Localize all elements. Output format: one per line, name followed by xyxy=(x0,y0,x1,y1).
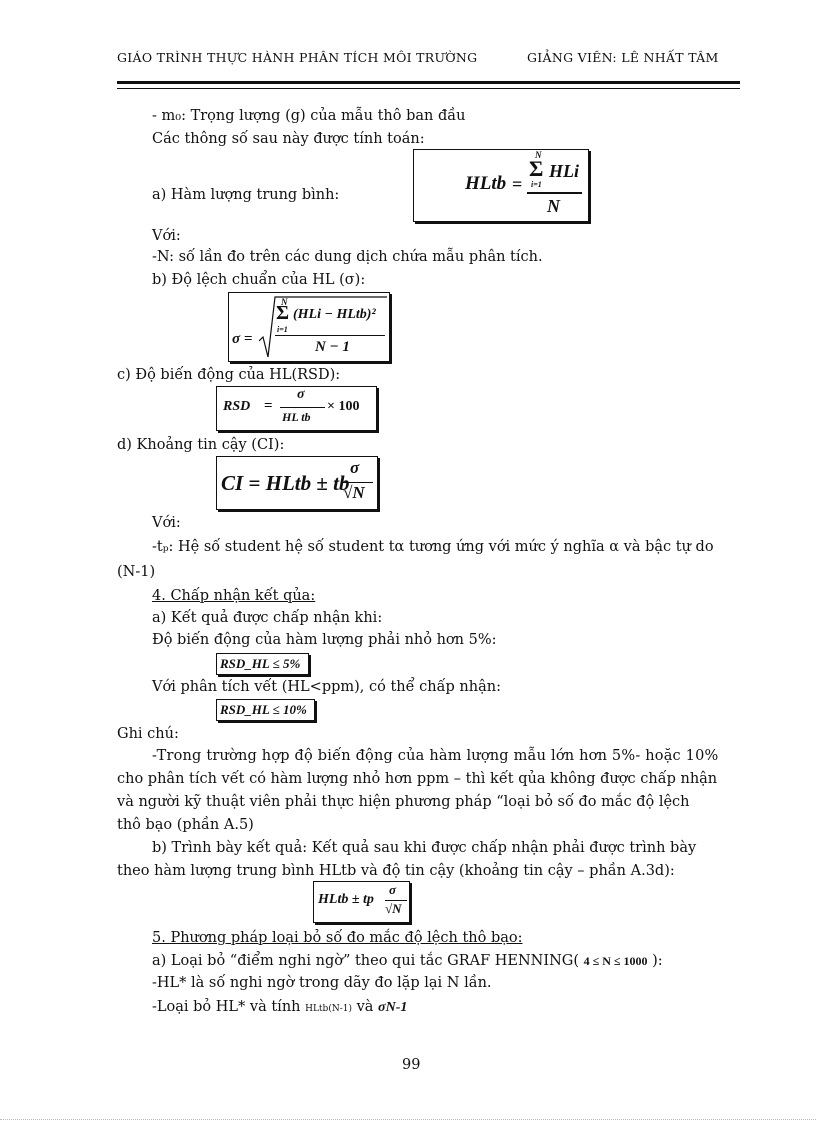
voi-1: Với: xyxy=(152,228,181,244)
hl-tb-bar xyxy=(527,192,582,194)
hl-tb-eq: = xyxy=(512,174,523,194)
rsd-eq: = xyxy=(264,398,273,414)
ci-den: √N xyxy=(343,483,365,502)
section-5-remove-and: và xyxy=(356,999,374,1015)
tp-definition-cont: (N-1) xyxy=(117,564,156,580)
sigma-sum: Σ xyxy=(276,302,290,324)
tp-definition: -tₚ: Hệ số student hệ số student tα tươn… xyxy=(152,539,714,555)
a-label: a) Hàm lượng trung bình: xyxy=(152,187,340,203)
sigma-bar xyxy=(275,335,385,337)
note-p4: thô bạo (phần A.5) xyxy=(117,817,254,833)
header-rule-thick xyxy=(117,81,740,84)
header-right: GIẢNG VIÊN: LÊ NHẤT TÂM xyxy=(527,50,719,65)
section-4-b1: b) Trình bày kết quả: Kết quả sau khi đư… xyxy=(152,840,697,856)
sigma-lower: i=1 xyxy=(277,325,288,334)
rsd-den: HL tb xyxy=(282,410,311,424)
section-5-remove-sub: HLtb(N-1) xyxy=(305,1004,352,1014)
hl-tb-lhs: HLtb xyxy=(465,173,507,194)
hl-tb-lower: i=1 xyxy=(531,180,542,189)
c-label: c) Độ biến động của HL(RSD): xyxy=(117,367,341,383)
section-5-hl: -HL* là số nghi ngờ trong dãy đo lặp lại… xyxy=(152,975,492,991)
rsd-bar xyxy=(280,407,325,409)
section-4-b2: theo hàm lượng trung bình HLtb và độ tin… xyxy=(117,863,675,879)
n-definition: -N: số lần đo trên các dung dịch chứa mẫ… xyxy=(152,249,543,265)
rsd-num: σ xyxy=(297,387,305,402)
section-4-trace: Với phân tích vết (HL<ppm), có thể chấp … xyxy=(152,679,501,695)
sigma-den: N − 1 xyxy=(315,339,350,355)
note-title: Ghi chú: xyxy=(117,726,179,742)
ci-num: σ xyxy=(350,458,360,477)
result-den: √N xyxy=(385,901,402,916)
hl-tb-den: N xyxy=(547,196,560,216)
sigma-upper: N xyxy=(281,297,288,307)
formula-ci: CI = HLtb ± tb σ √N xyxy=(216,456,378,510)
sigma-lhs: σ = xyxy=(232,331,253,347)
params-intro: Các thông số sau này được tính toán: xyxy=(152,131,425,147)
hl-tb-term: HLi xyxy=(549,161,579,181)
formula-result: HLtb ± tp σ √N xyxy=(313,881,410,923)
section-4-rsd: Độ biến động của hàm lượng phải nhỏ hơn … xyxy=(152,632,497,648)
formula-rsd: RSD = σ HL tb × 100 xyxy=(216,386,377,431)
rsd-lhs: RSD xyxy=(223,399,251,414)
section-5-a-cond: 4 ≤ N ≤ 1000 xyxy=(583,954,648,968)
note-p2: cho phân tích vết có hàm lượng nhỏ hơn p… xyxy=(117,771,718,787)
page-bottom-border xyxy=(0,1119,816,1120)
header-rule-thin xyxy=(117,88,740,89)
m0-line: - m₀: Trọng lượng (g) của mẫu thô ban đầ… xyxy=(152,108,466,124)
d-label: d) Khoảng tin cậy (CI): xyxy=(117,437,285,453)
rsd-tail: × 100 xyxy=(327,399,360,414)
section-5-remove-sigma: σN-1 xyxy=(378,1000,408,1015)
sqrt-sign-icon xyxy=(259,296,387,358)
voi-2: Với: xyxy=(152,515,181,531)
section-5-a-text: a) Loại bỏ “điểm nghi ngờ” theo qui tắc … xyxy=(152,953,580,969)
section-5-a-end: ): xyxy=(652,953,663,969)
note-p3: và người kỹ thuật viên phải thực hiện ph… xyxy=(117,794,690,810)
header-left: GIÁO TRÌNH THỰC HÀNH PHÂN TÍCH MÔI TRƯỜN… xyxy=(117,50,478,65)
ci-bar xyxy=(343,482,373,484)
section-4-a: a) Kết quả được chấp nhận khi: xyxy=(152,610,383,626)
section-5-remove: -Loại bỏ HL* và tính HLtb(N-1) và σN-1 xyxy=(152,999,407,1016)
section-5-remove-text: -Loại bỏ HL* và tính xyxy=(152,999,301,1015)
sigma-term: (HLi − HLtb)² xyxy=(293,307,376,322)
section-5-a: a) Loại bỏ “điểm nghi ngờ” theo qui tắc … xyxy=(152,953,663,969)
ci-lhs: CI = HLtb ± tb xyxy=(221,471,350,495)
b-label: b) Độ lệch chuẩn của HL (σ): xyxy=(152,272,366,288)
section-4-title: 4. Chấp nhận kết qủa: xyxy=(152,588,316,604)
formula-sigma: σ = N Σ i=1 (HLi − HLtb)² N − 1 xyxy=(228,292,390,362)
hl-tb-sum: Σ xyxy=(529,156,544,181)
result-bar xyxy=(385,900,407,902)
result-lhs: HLtb ± tp xyxy=(318,892,374,907)
formula-rsd-10: RSD_HL ≤ 10% xyxy=(216,699,315,721)
page-number: 99 xyxy=(402,1057,421,1073)
section-5-title: 5. Phương pháp loại bỏ số đo mắc độ lệch… xyxy=(152,930,523,946)
formula-hl-tb: HLtb = N Σ i=1 HLi N xyxy=(413,149,589,222)
formula-rsd-5: RSD_HL ≤ 5% xyxy=(216,653,309,675)
note-p1: -Trong trường hợp độ biến động của hàm l… xyxy=(152,748,719,764)
result-num: σ xyxy=(389,882,397,897)
hl-tb-upper: N xyxy=(535,150,542,160)
